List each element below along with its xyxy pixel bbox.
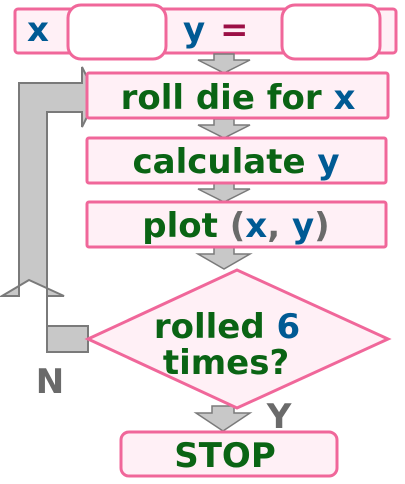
down-arrow-5 (193, 405, 253, 432)
branch-no-label: N (36, 362, 64, 402)
step-plot (85, 200, 388, 249)
decision-line-1: rolled 6 (154, 307, 300, 347)
down-arrow-4 (195, 246, 253, 270)
decision-line-2: times? (163, 343, 289, 383)
y-label: y (183, 10, 205, 50)
step-calculate (85, 136, 388, 185)
branch-yes-label: Y (266, 397, 292, 437)
step-plot-label: plot (x, y) (142, 206, 329, 246)
stop-label: STOP (174, 436, 276, 476)
step-roll-die (85, 71, 390, 120)
down-arrow-3 (197, 182, 251, 203)
loop-back-arrow (0, 66, 99, 353)
x-value-field[interactable] (66, 3, 168, 61)
decision-diamond (84, 268, 392, 410)
y-value-field[interactable] (280, 3, 382, 61)
stop-terminal (119, 430, 339, 478)
equals-sign: = (220, 10, 249, 50)
down-arrow-1 (197, 53, 251, 74)
down-arrow-2 (197, 118, 251, 139)
step-roll-die-label: roll die for x (121, 78, 356, 118)
step-calculate-label: calculate y (132, 142, 339, 182)
x-label: x (27, 10, 49, 50)
